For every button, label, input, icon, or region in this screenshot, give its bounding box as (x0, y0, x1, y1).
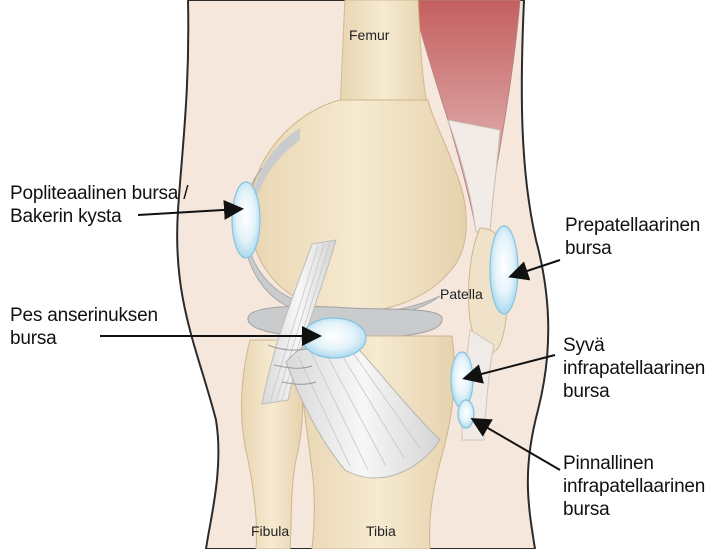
deep-infrapatellar-bursa-label-line: infrapatellaarinen (563, 357, 705, 380)
prepatellar-bursa (490, 226, 518, 314)
popliteal-bursa (232, 182, 260, 258)
superficial-infrapatellar-bursa-label-line: bursa (563, 498, 705, 521)
popliteal-bursa-label-line: Bakerin kysta (10, 205, 188, 228)
deep-infrapatellar-bursa-label-line: bursa (563, 380, 705, 403)
pes-anserinus-bursa-label: Pes anserinuksen bursa (10, 304, 158, 350)
deep-infrapatellar-bursa (451, 352, 473, 408)
prepatellar-bursa-label-line: Prepatellaarinen (565, 214, 700, 237)
superficial-infrapatellar-bursa (458, 400, 474, 428)
superficial-infrapatellar-bursa-label-line: Pinnallinen (563, 452, 705, 475)
patella-label: Patella (440, 286, 483, 302)
pes-anserinus-bursa-label-line: Pes anserinuksen (10, 304, 158, 327)
popliteal-bursa-label: Popliteaalinen bursa / Bakerin kysta (10, 182, 188, 228)
deep-infrapatellar-bursa-label-line: Syvä (563, 334, 705, 357)
superficial-infrapatellar-bursa-label: Pinnallinen infrapatellaarinen bursa (563, 452, 705, 521)
pes-anserinus-bursa-label-line: bursa (10, 327, 158, 350)
fibula-label: Fibula (251, 523, 289, 539)
prepatellar-bursa-label-line: bursa (565, 237, 700, 260)
femur-label: Femur (349, 27, 389, 43)
pes-anserinus-bursa (302, 318, 366, 358)
superficial-infrapatellar-bursa-label-line: infrapatellaarinen (563, 475, 705, 498)
prepatellar-bursa-label: Prepatellaarinen bursa (565, 214, 700, 260)
tibia-label: Tibia (366, 523, 396, 539)
femur-shaft (340, 0, 428, 110)
popliteal-bursa-label-line: Popliteaalinen bursa / (10, 182, 188, 205)
deep-infrapatellar-bursa-label: Syvä infrapatellaarinen bursa (563, 334, 705, 403)
